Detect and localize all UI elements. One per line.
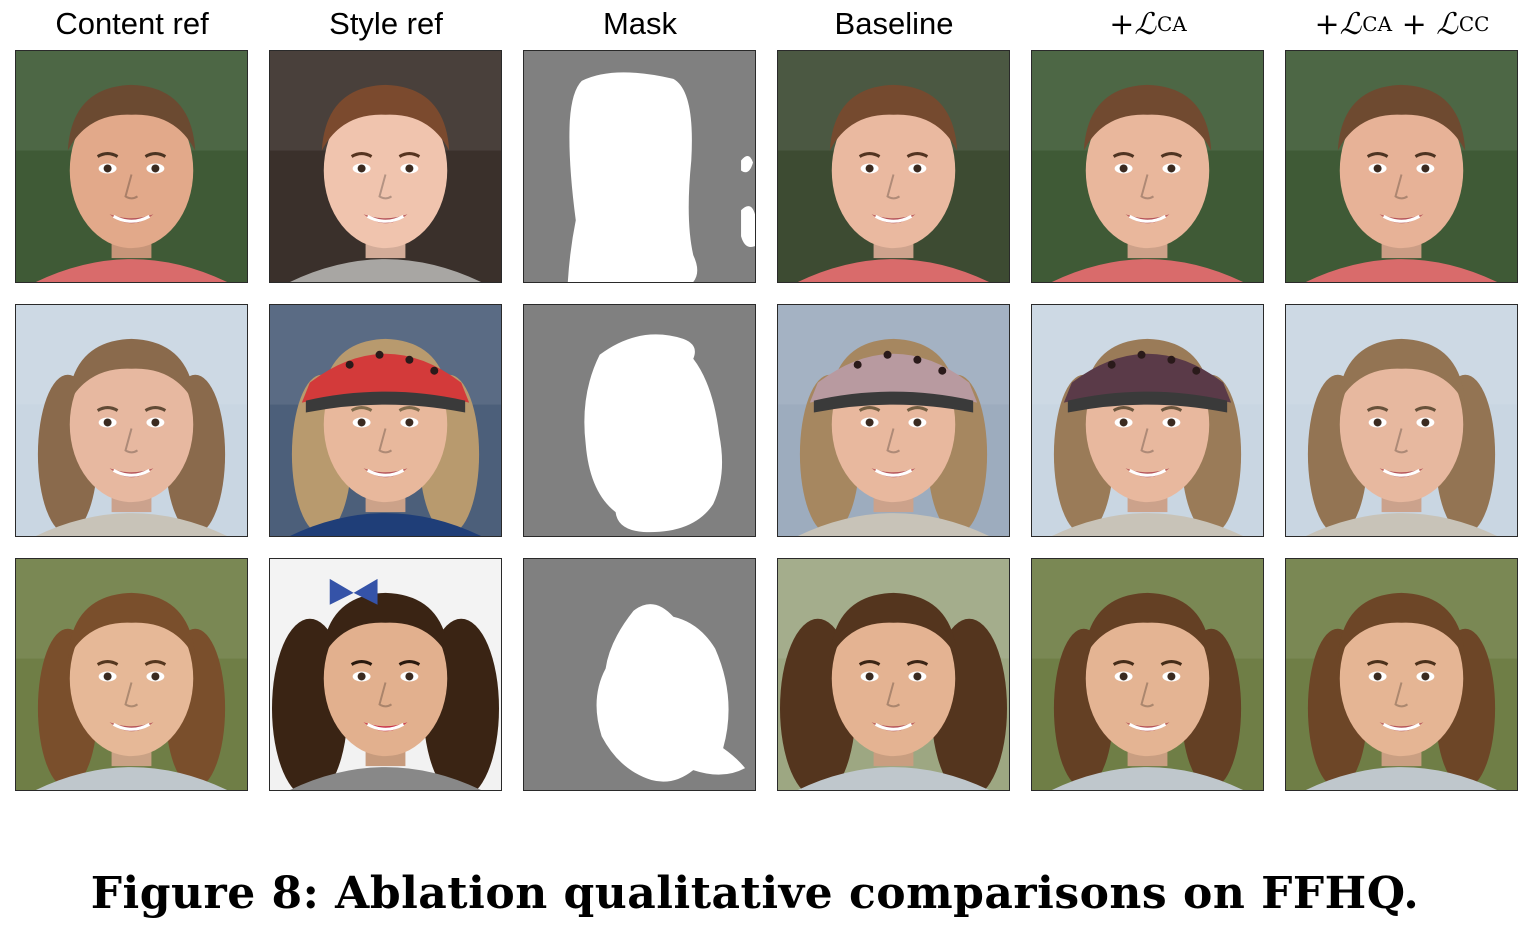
- face-image: [1032, 305, 1263, 536]
- face-image: [270, 305, 501, 536]
- style-ref-image-row-2: [269, 304, 502, 537]
- plus-sign: +: [1109, 6, 1135, 42]
- face-image: [16, 559, 247, 790]
- lca-lcc-image-row-2: [1285, 304, 1518, 537]
- style-ref-image-row-3: [269, 558, 502, 791]
- plus-sign: +: [1392, 6, 1437, 42]
- face-image: [16, 51, 247, 282]
- loss-subscript: CA: [1362, 12, 1393, 36]
- face-image: [1286, 305, 1517, 536]
- face-image: [270, 51, 501, 282]
- face-image: [16, 305, 247, 536]
- face-image: [1032, 559, 1263, 790]
- content-ref-image-row-2: [15, 304, 248, 537]
- column-header-label: Mask: [602, 6, 678, 41]
- column-header-lca: + ℒ CA: [1030, 2, 1266, 46]
- mask-image: [524, 305, 755, 536]
- face-image: [1286, 559, 1517, 790]
- loss-symbol: ℒ: [1436, 6, 1458, 42]
- baseline-image-row-3: [777, 558, 1010, 791]
- face-image: [270, 559, 501, 790]
- face-image: [778, 51, 1009, 282]
- content-ref-image-row-3: [15, 558, 248, 791]
- style-ref-image-row-1: [269, 50, 502, 283]
- face-image: [778, 559, 1009, 790]
- lca-image-row-2: [1031, 304, 1264, 537]
- figure-caption: Figure 8: Ablation qualitative compariso…: [90, 868, 1420, 919]
- loss-symbol: ℒ: [1134, 6, 1156, 42]
- column-header-mask: Mask: [522, 2, 758, 46]
- content-ref-image-row-1: [15, 50, 248, 283]
- face-image: [1032, 51, 1263, 282]
- column-header-label: Style ref: [329, 6, 443, 41]
- mask-image-row-2: [523, 304, 756, 537]
- column-header-baseline: Baseline: [776, 2, 1012, 46]
- mask-image: [524, 559, 755, 790]
- lca-image-row-1: [1031, 50, 1264, 283]
- column-header-label: Baseline: [834, 6, 954, 41]
- lca-image-row-3: [1031, 558, 1264, 791]
- mask-image: [524, 51, 755, 282]
- loss-symbol: ℒ: [1339, 6, 1362, 42]
- loss-subscript: CA: [1157, 12, 1187, 36]
- lca-lcc-image-row-1: [1285, 50, 1518, 283]
- column-header-style-ref: Style ref: [268, 2, 504, 46]
- mask-image-row-3: [523, 558, 756, 791]
- baseline-image-row-2: [777, 304, 1010, 537]
- column-header-lca-lcc: + ℒ CA + ℒ CC: [1284, 2, 1520, 46]
- face-image: [778, 305, 1009, 536]
- lca-lcc-image-row-3: [1285, 558, 1518, 791]
- column-header-label: Content ref: [55, 6, 209, 41]
- plus-sign: +: [1314, 6, 1340, 42]
- column-header-content-ref: Content ref: [14, 2, 250, 46]
- face-image: [1286, 51, 1517, 282]
- baseline-image-row-1: [777, 50, 1010, 283]
- mask-image-row-1: [523, 50, 756, 283]
- loss-subscript: CC: [1458, 12, 1490, 36]
